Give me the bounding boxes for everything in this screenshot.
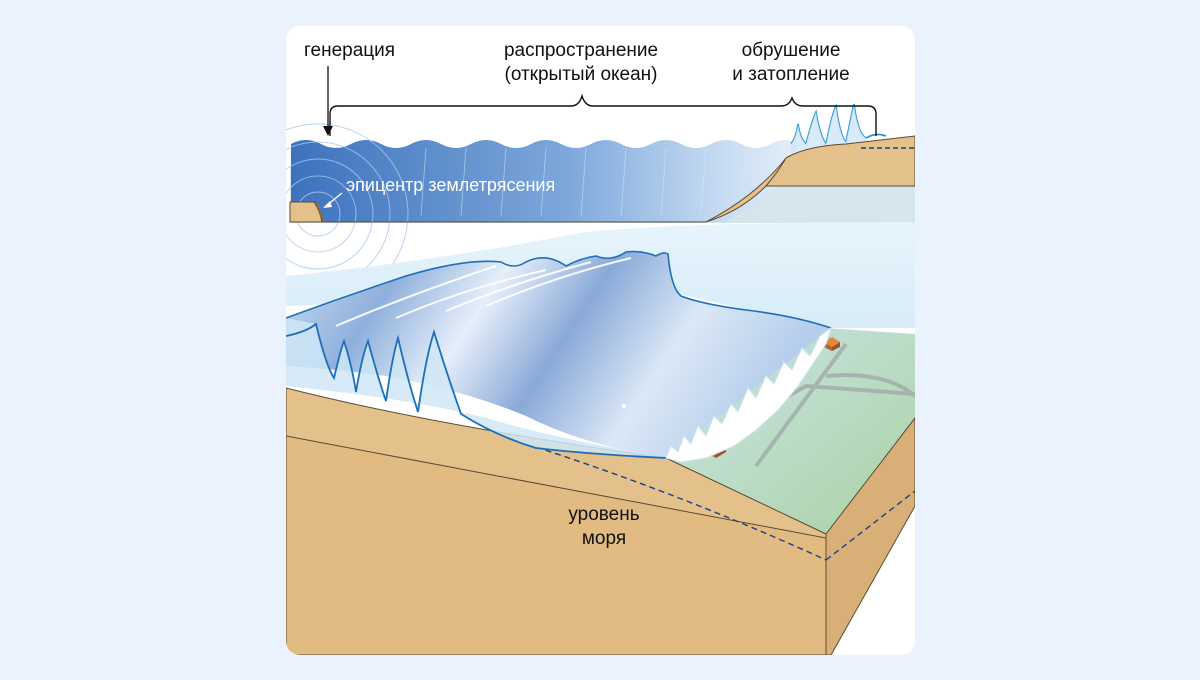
generation-arrow-head xyxy=(323,126,333,136)
coastal-land xyxy=(666,328,915,534)
label-propagation-line2: (открытый океан) xyxy=(504,64,658,85)
label-generation: генерация xyxy=(304,40,396,61)
surf-line xyxy=(665,326,832,463)
water-striations xyxy=(420,147,747,217)
block-sea-level-side xyxy=(825,490,915,561)
perspective-block xyxy=(286,222,915,655)
label-propagation-line1: распространение xyxy=(503,40,659,61)
label-sea-level-line1: уровень xyxy=(568,504,640,525)
wave-crest-line xyxy=(286,250,832,329)
crest-foam xyxy=(335,257,632,327)
block-sea-level-front xyxy=(535,446,827,561)
wave-cross-section xyxy=(286,318,666,458)
phase-brace xyxy=(329,93,877,136)
seabed-front-face xyxy=(286,435,827,655)
label-sea-level-line2: моря xyxy=(581,528,627,549)
diagram-card: генерация распространение (открытый океа… xyxy=(286,26,915,655)
block-side-face xyxy=(825,417,915,655)
label-epicenter: эпицентр землетрясения xyxy=(346,175,556,195)
wave-front-profile xyxy=(286,322,667,459)
epicenter-pointer-head xyxy=(323,201,332,208)
tsunami-wave-surface xyxy=(286,251,831,458)
label-breaking-line2: и затопление xyxy=(732,64,850,85)
tsunami-diagram xyxy=(286,66,915,655)
label-breaking-line1: обрушение xyxy=(741,40,841,61)
fault-line xyxy=(315,201,325,223)
wave-highlight-dot xyxy=(621,403,627,409)
cross-section xyxy=(286,66,915,305)
